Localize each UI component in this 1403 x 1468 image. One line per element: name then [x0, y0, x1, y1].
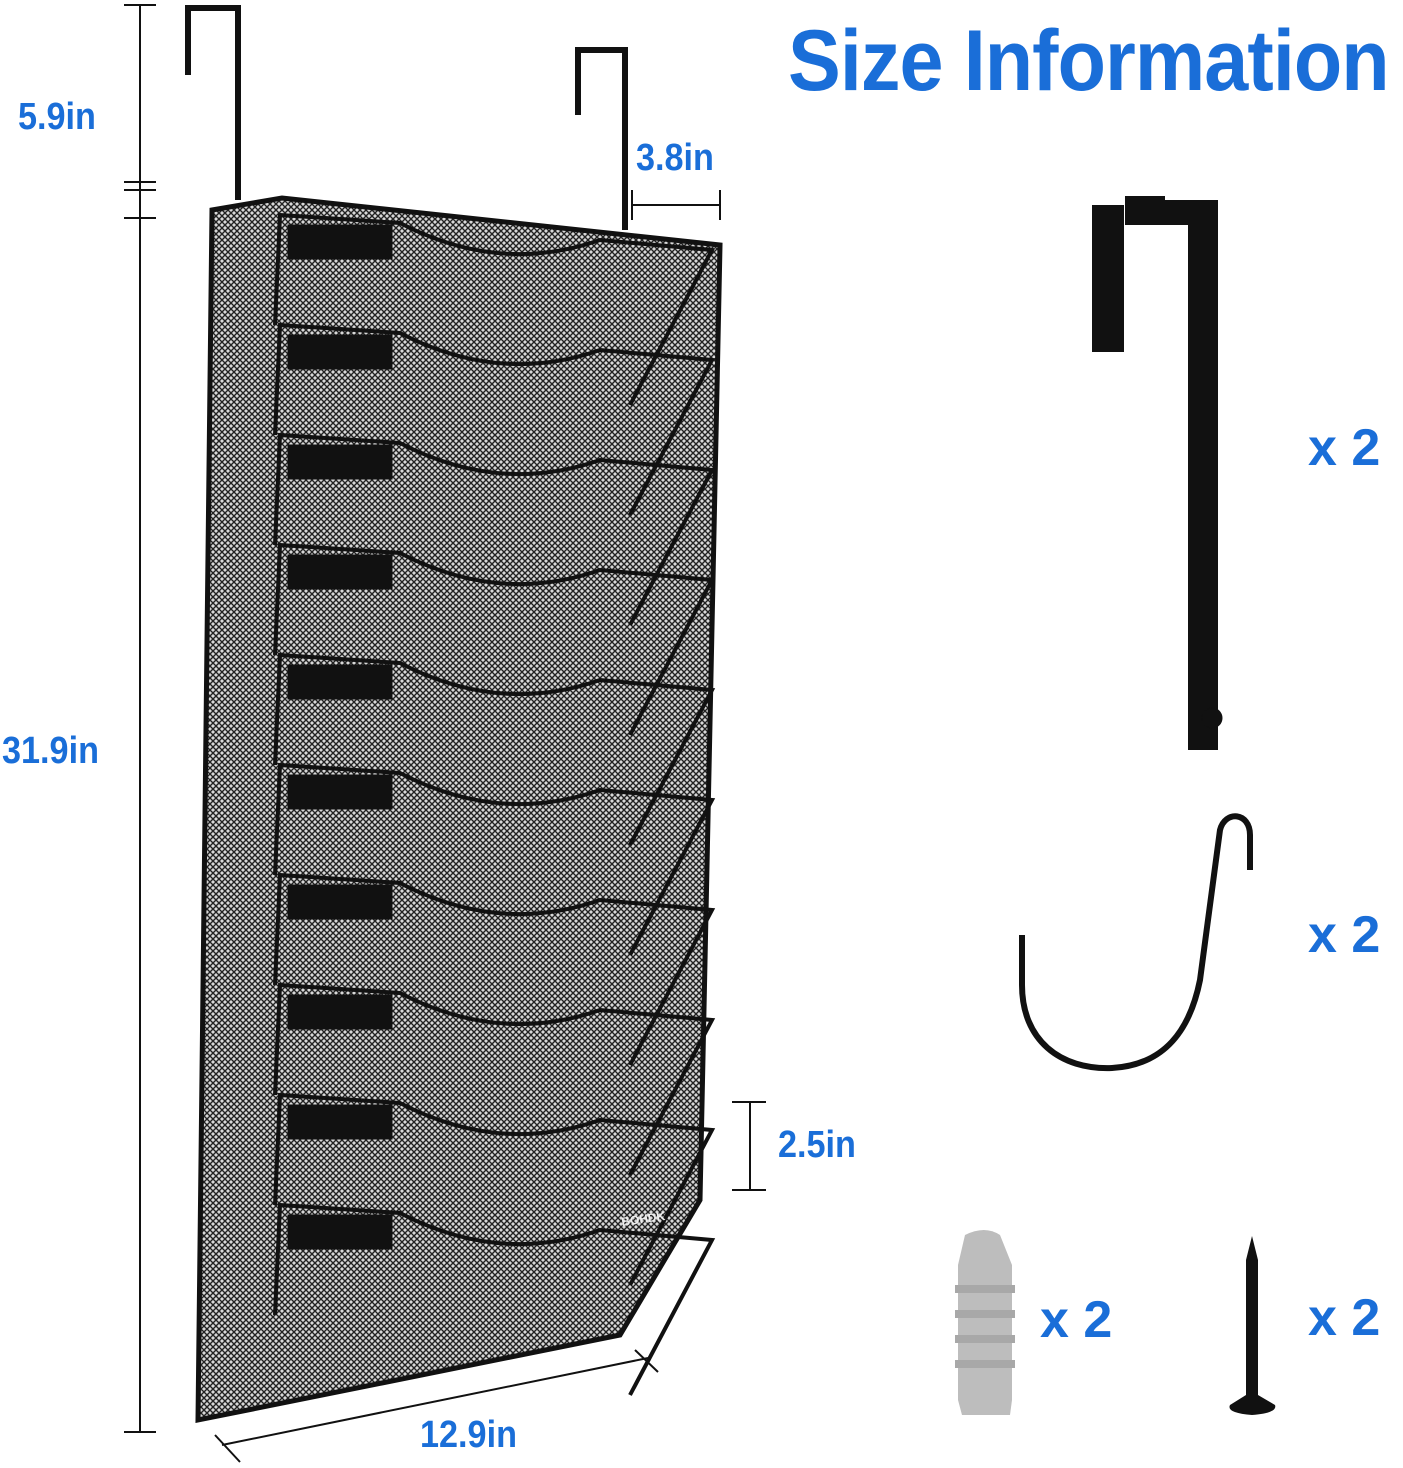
pocket-spacing-label: 2.5in: [778, 1124, 856, 1166]
brand-logo: BOHDK: [620, 1209, 666, 1229]
hook-height-label: 5.9in: [18, 96, 96, 138]
pocket-edge: [273, 1202, 716, 1396]
label-holder: [287, 664, 393, 700]
screw-image: [1229, 1236, 1276, 1415]
pocket-edge: [273, 542, 716, 736]
wall-anchor-image: [955, 1230, 1015, 1415]
label-holder: [287, 1104, 393, 1140]
label-holder: [287, 994, 393, 1030]
label-holder: [287, 554, 393, 590]
pocket-edge: [273, 322, 716, 516]
pocket-edge: [273, 762, 716, 956]
label-holder: [287, 334, 393, 370]
over-door-hook-image: [1092, 196, 1223, 750]
pocket-edge: [273, 432, 716, 626]
file-organizer: [195, 195, 723, 1424]
s-hook-image: [1019, 813, 1253, 1072]
label-holder: [287, 224, 393, 260]
label-holder: [287, 444, 393, 480]
width-label: 12.9in: [420, 1414, 517, 1456]
door-hooks: [185, 5, 628, 230]
door-hook-qty: x 2: [1308, 419, 1381, 477]
label-holder: [287, 884, 393, 920]
pocket-edge: [273, 1092, 716, 1286]
pockets: [273, 212, 716, 1396]
pocket-edge: [273, 982, 716, 1176]
total-height-label: 31.9in: [2, 730, 99, 772]
pocket-edge: [273, 652, 716, 846]
hook-depth-label: 3.8in: [636, 137, 714, 179]
label-holder: [287, 1214, 393, 1250]
anchor-qty: x 2: [1040, 1291, 1113, 1349]
page-title: Size Information: [788, 13, 1390, 109]
pocket-edge: [273, 212, 716, 406]
label-holder: [287, 774, 393, 810]
dimension-lines: [124, 4, 766, 1463]
s-hook-qty: x 2: [1308, 906, 1381, 964]
pocket-edge: [273, 872, 716, 1066]
screw-qty: x 2: [1308, 1289, 1381, 1347]
